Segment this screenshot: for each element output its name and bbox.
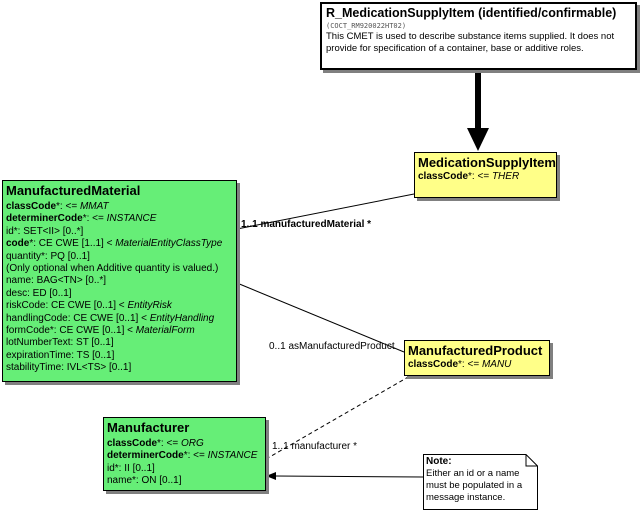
cmet-header-box: R_MedicationSupplyItem (identified/confi… <box>320 2 637 70</box>
mm-quantity: quantity*: PQ [0..1] <box>6 250 90 262</box>
note-pointer-line <box>274 475 424 478</box>
manufacturer-name: name*: ON [0..1] <box>107 475 182 487</box>
manufacturer-role-label: 1..1 manufacturer * <box>272 441 358 452</box>
cmet-description: This CMET is used to describe substance … <box>326 31 615 54</box>
medication-supply-item-title: MedicationSupplyItem <box>418 155 556 170</box>
manufactured-material-role-label: 1..1 manufacturedMaterial * <box>241 219 372 230</box>
mm-id: id*: SET<II> [0..*] <box>6 225 84 237</box>
manufactured-material-association <box>236 193 415 230</box>
note-heading: Note: <box>426 456 452 467</box>
manufacturer-determinercode: determinerCode*: <= INSTANCE <box>107 450 258 462</box>
manufactured-product-classcode: classCode*: <= MANU <box>408 359 512 370</box>
manufactured-material-class[interactable]: ManufacturedMaterial classCode*: <= MMAT… <box>2 180 237 382</box>
mm-code: code*: CE CWE [1..1] < MaterialEntityCla… <box>6 238 223 250</box>
manufacturer-class[interactable]: Manufacturer classCode*: <= ORG determin… <box>103 417 266 491</box>
manufactured-product-class[interactable]: ManufacturedProduct classCode*: <= MANU <box>404 340 550 376</box>
manufactured-product-title: ManufacturedProduct <box>408 343 543 358</box>
as-manufactured-product-association <box>236 282 405 353</box>
mm-stabilitytime: stabilityTime: IVL<TS> [0..1] <box>6 362 132 374</box>
mm-desc: desc: ED [0..1] <box>6 287 72 299</box>
manufacturer-id: id*: II [0..1] <box>107 462 155 474</box>
medication-supply-item-class[interactable]: MedicationSupplyItem classCode*: <= THER <box>414 152 557 198</box>
mm-classcode: classCode*: <= MMAT <box>6 201 109 212</box>
mm-quantity-note: (Only optional when Additive quantity is… <box>6 263 219 275</box>
note-box: Note: Either an id or a name must be pop… <box>423 454 538 510</box>
manufacturer-classcode: classCode*: <= ORG <box>107 438 204 449</box>
as-manufactured-product-role-label: 0..1 asManufacturedProduct <box>269 341 395 352</box>
mm-formcode: formCode*: CE CWE [0..1] < MaterialForm <box>6 325 195 337</box>
mm-name: name: BAG<TN> [0..*] <box>6 275 107 287</box>
manufactured-material-title: ManufacturedMaterial <box>6 183 141 198</box>
note-text: Either an id or a name must be populated… <box>426 468 523 503</box>
mm-handlingcode: handlingCode: CE CWE [0..1] < EntityHand… <box>6 312 215 324</box>
mm-expirationtime: expirationTime: TS [0..1] <box>6 349 115 361</box>
medication-supply-item-classcode: classCode*: <= THER <box>418 171 520 182</box>
mm-determinercode: determinerCode*: <= INSTANCE <box>6 213 157 225</box>
mm-riskcode: riskCode: CE CWE [0..1] < EntityRisk <box>6 300 172 312</box>
cmet-code: (COCT_RM920022HT02) <box>326 22 407 30</box>
cmet-title: R_MedicationSupplyItem (identified/confi… <box>326 6 617 20</box>
cmet-entry-arrow-head <box>467 128 489 151</box>
note-pointer-arrowhead <box>266 472 276 480</box>
manufacturer-title: Manufacturer <box>107 420 190 435</box>
note-shape <box>423 454 538 510</box>
mm-lotnumbertext: lotNumberText: ST [0..1] <box>6 337 114 349</box>
